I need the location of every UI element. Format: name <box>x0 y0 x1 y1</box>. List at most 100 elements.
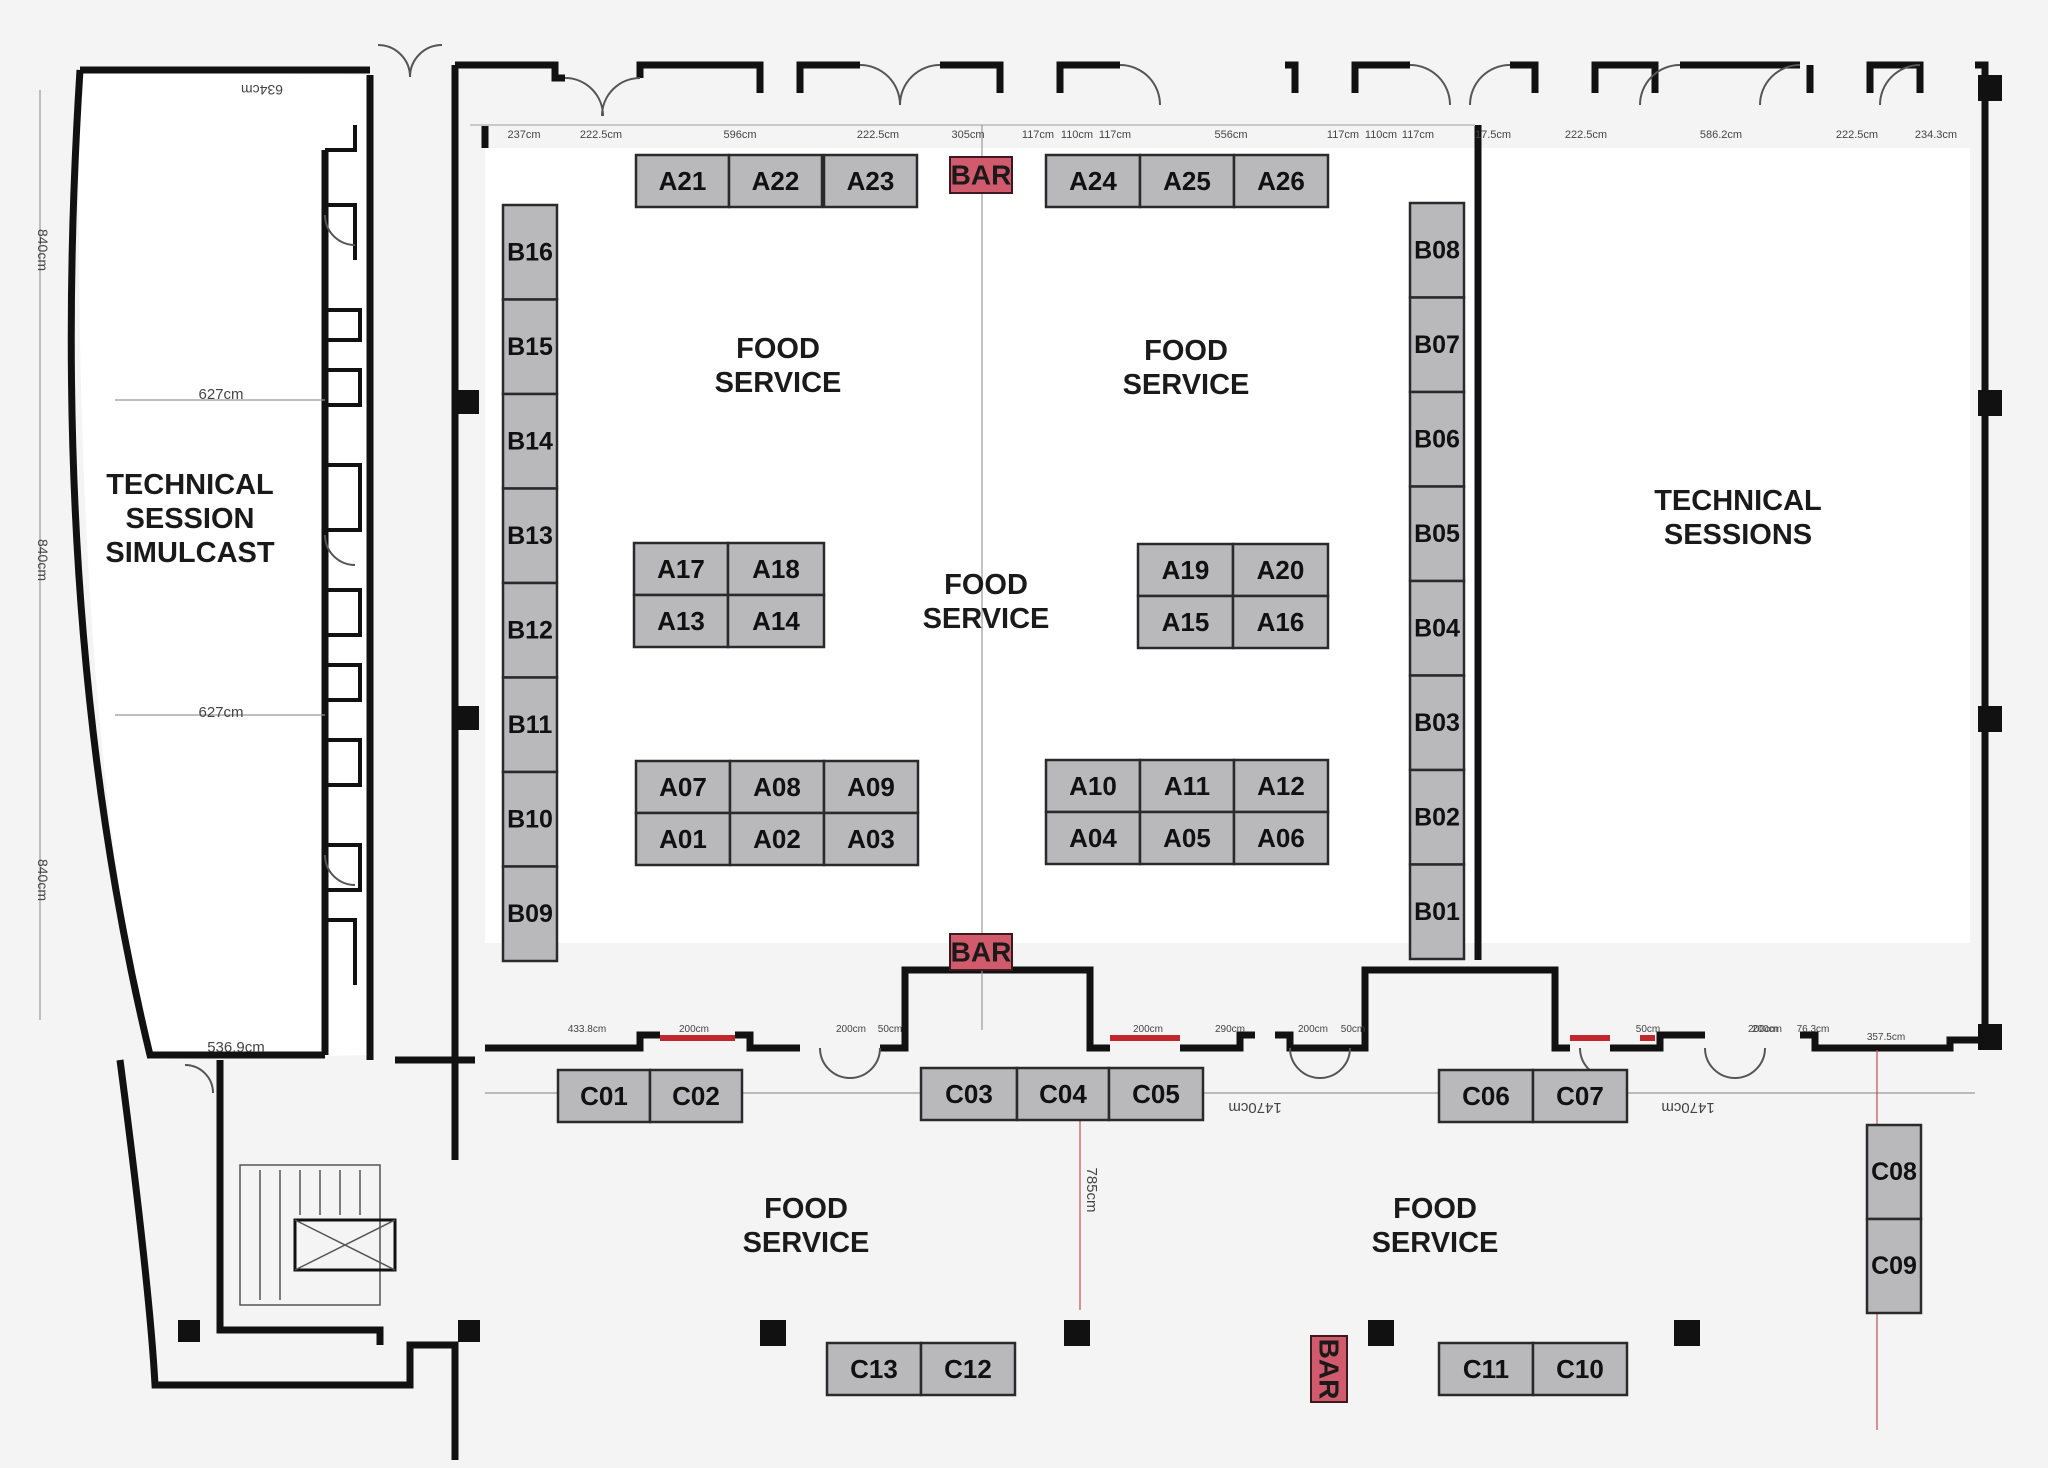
booth-a20[interactable]: A20 <box>1231 542 1330 598</box>
booth-c08[interactable]: C08 <box>1865 1123 1923 1221</box>
booth-a13[interactable]: A13 <box>632 593 730 649</box>
booth-b09[interactable]: B09 <box>501 865 559 963</box>
booth-c06[interactable]: C06 <box>1437 1068 1535 1124</box>
booth-label: C07 <box>1556 1081 1604 1111</box>
dimension-label: 634cm <box>241 82 283 98</box>
booth-label: C06 <box>1462 1081 1510 1111</box>
booth-box <box>501 581 559 679</box>
booth-box <box>1231 542 1330 598</box>
dimension-label: 536.9cm <box>207 1039 265 1056</box>
booth-box <box>1865 1123 1923 1221</box>
booth-c03[interactable]: C03 <box>919 1066 1019 1122</box>
dimension-label: 290cm <box>1215 1024 1245 1035</box>
booth-c02[interactable]: C02 <box>648 1068 744 1124</box>
booth-a23[interactable]: A23 <box>822 153 919 209</box>
booth-a17[interactable]: A17 <box>632 541 730 597</box>
booth-c01[interactable]: C01 <box>556 1068 652 1124</box>
booth-c04[interactable]: C04 <box>1015 1066 1111 1122</box>
booth-label: B08 <box>1414 236 1460 264</box>
booth-b11[interactable]: B11 <box>501 676 559 774</box>
booth-box <box>648 1068 744 1124</box>
booth-label: A02 <box>753 824 801 854</box>
booth-a16[interactable]: A16 <box>1231 594 1330 650</box>
area-label-line: FOOD <box>1144 335 1228 367</box>
booth-a03[interactable]: A03 <box>822 811 920 867</box>
booth-a11[interactable]: A11 <box>1138 758 1236 814</box>
booth-c10[interactable]: C10 <box>1531 1341 1629 1397</box>
booth-label: C05 <box>1132 1079 1180 1109</box>
booth-b06[interactable]: B06 <box>1408 390 1466 488</box>
booth-a07[interactable]: A07 <box>634 759 732 815</box>
dimension-label: 1470cm <box>1661 1099 1714 1116</box>
dimension-label: 222.5cm <box>580 129 622 141</box>
booth-b03[interactable]: B03 <box>1408 674 1466 772</box>
booth-a14[interactable]: A14 <box>726 593 826 649</box>
booth-a02[interactable]: A02 <box>728 811 826 867</box>
booth-label: B11 <box>508 711 553 739</box>
booth-label: A20 <box>1257 555 1305 585</box>
booth-b07[interactable]: B07 <box>1408 296 1466 394</box>
dimension-label: 50cm <box>1341 1024 1365 1035</box>
booth-b12[interactable]: B12 <box>501 581 559 679</box>
booth-b13[interactable]: B13 <box>501 487 559 585</box>
dimension-label: 840cm <box>35 539 51 581</box>
booth-b08[interactable]: B08 <box>1408 201 1466 299</box>
booth-label: B03 <box>1414 709 1460 737</box>
booth-c13[interactable]: C13 <box>825 1341 923 1397</box>
booth-a08[interactable]: A08 <box>728 759 826 815</box>
dimension-label: 234.3cm <box>1915 129 1957 141</box>
booth-a12[interactable]: A12 <box>1232 758 1330 814</box>
booth-b05[interactable]: B05 <box>1408 485 1466 583</box>
booth-a10[interactable]: A10 <box>1044 758 1142 814</box>
booth-c07[interactable]: C07 <box>1531 1068 1629 1124</box>
booth-label: A21 <box>659 166 707 196</box>
booth-a09[interactable]: A09 <box>822 759 920 815</box>
booth-a15[interactable]: A15 <box>1136 594 1235 650</box>
booth-label: B09 <box>507 900 553 928</box>
booth-a24[interactable]: A24 <box>1044 153 1142 209</box>
dimension-label: 357.5cm <box>1867 1032 1905 1043</box>
booth-a22[interactable]: A22 <box>727 153 824 209</box>
booth-a05[interactable]: A05 <box>1138 810 1236 866</box>
booth-a01[interactable]: A01 <box>634 811 732 867</box>
booth-b15[interactable]: B15 <box>501 298 559 396</box>
booth-c09[interactable]: C09 <box>1865 1217 1923 1315</box>
booth-a06[interactable]: A06 <box>1232 810 1330 866</box>
dimension-label: 1470cm <box>1228 1099 1281 1116</box>
dimension-label: 200cm <box>836 1024 866 1035</box>
booth-b10[interactable]: B10 <box>501 770 559 868</box>
booth-label: A13 <box>657 606 705 636</box>
bar-1[interactable]: BAR <box>949 156 1013 194</box>
bar-2[interactable]: BAR <box>949 933 1013 971</box>
booth-a19[interactable]: A19 <box>1136 542 1235 598</box>
booth-b04[interactable]: B04 <box>1408 579 1466 677</box>
booth-box <box>728 811 826 867</box>
booth-b14[interactable]: B14 <box>501 392 559 490</box>
booth-b16[interactable]: B16 <box>501 203 559 301</box>
bar-box <box>949 933 1013 971</box>
booth-a26[interactable]: A26 <box>1232 153 1330 209</box>
booth-a18[interactable]: A18 <box>726 541 826 597</box>
booth-box <box>1408 863 1466 961</box>
booth-c05[interactable]: C05 <box>1107 1066 1205 1122</box>
booth-b02[interactable]: B02 <box>1408 768 1466 866</box>
booth-b01[interactable]: B01 <box>1408 863 1466 961</box>
dimension-label: 222.5cm <box>1565 129 1607 141</box>
booth-a04[interactable]: A04 <box>1044 810 1142 866</box>
bar-box <box>949 156 1013 194</box>
booth-label: A06 <box>1257 823 1305 853</box>
walls <box>67 61 1989 1460</box>
booth-label: A22 <box>752 166 800 196</box>
bar-3[interactable]: BAR <box>1310 1335 1348 1403</box>
booth-a25[interactable]: A25 <box>1138 153 1236 209</box>
booth-c12[interactable]: C12 <box>919 1341 1017 1397</box>
area-label-line: SERVICE <box>1123 369 1250 401</box>
booth-a21[interactable]: A21 <box>634 153 731 209</box>
booth-c11[interactable]: C11 <box>1437 1341 1535 1397</box>
